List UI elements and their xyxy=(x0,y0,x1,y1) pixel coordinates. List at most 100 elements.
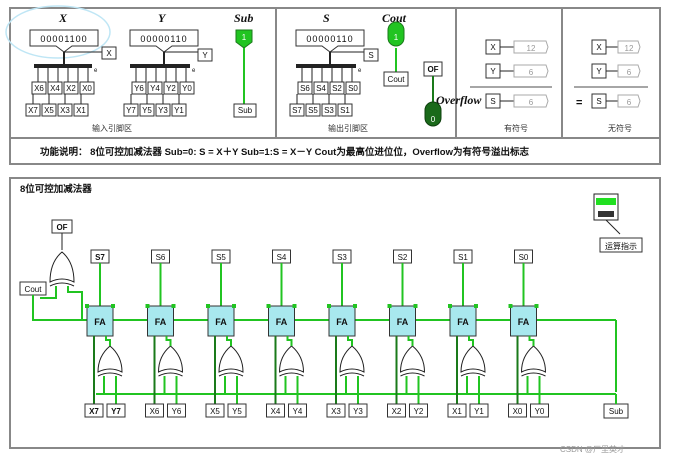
cout-pin-label: Cout xyxy=(25,285,43,294)
x-in-pin xyxy=(326,403,346,418)
svg-text:S3: S3 xyxy=(324,106,334,115)
x-register-value: 00001100 xyxy=(40,34,87,44)
xor-gate xyxy=(339,345,365,377)
y-in-pin xyxy=(227,403,247,418)
fa-label: FA xyxy=(155,317,167,327)
svg-text:S: S xyxy=(490,97,495,106)
svg-text:e: e xyxy=(192,68,196,74)
y-in-label: Y3 xyxy=(353,407,363,416)
x-in-pin xyxy=(145,403,164,418)
fa-label: FA xyxy=(94,317,106,327)
y-pin-top xyxy=(197,48,213,62)
svg-text:X4: X4 xyxy=(50,84,60,93)
fa-block xyxy=(86,305,114,337)
cout-led: 1 xyxy=(387,21,405,47)
x-in-label: X5 xyxy=(210,407,220,416)
svg-text:Y3: Y3 xyxy=(158,106,168,115)
fa-label: FA xyxy=(215,317,227,327)
title-y: Y xyxy=(158,11,167,25)
highlight-ellipse xyxy=(5,5,111,59)
unsigned-x-row: X 12 xyxy=(591,39,641,55)
x-in-pin xyxy=(266,403,285,418)
indicator-label-box xyxy=(599,237,643,253)
sub-pin xyxy=(233,103,257,118)
svg-text:X6: X6 xyxy=(34,84,44,93)
svg-text:S1: S1 xyxy=(340,106,350,115)
sub-input-button[interactable]: 1 xyxy=(235,29,253,49)
s-out-label: S6 xyxy=(156,253,166,262)
x-in-label: X4 xyxy=(271,407,281,416)
x-in-label: X7 xyxy=(89,407,99,416)
x-in-label: X6 xyxy=(150,407,160,416)
y-in-label: Y5 xyxy=(232,407,242,416)
y-in-pin xyxy=(288,403,307,418)
equals-sign: = xyxy=(576,97,582,109)
cout-pin-label: Cout xyxy=(388,75,406,84)
s-out-label: S1 xyxy=(458,253,468,262)
svg-text:e: e xyxy=(358,68,362,74)
unsigned-s-row: S 6 xyxy=(591,93,641,109)
y-pin-top-label: Y xyxy=(202,51,208,60)
sub-pin-label: Sub xyxy=(238,106,253,115)
svg-text:X: X xyxy=(596,43,602,52)
fa-block xyxy=(207,305,235,337)
svg-text:S2: S2 xyxy=(332,84,342,93)
svg-text:6: 6 xyxy=(627,68,632,77)
svg-text:S5: S5 xyxy=(308,106,318,115)
svg-text:S6: S6 xyxy=(300,84,310,93)
y-register[interactable]: 00000110 xyxy=(129,29,199,53)
overflow-led: 0 xyxy=(424,101,442,127)
y-register-value: 00000110 xyxy=(140,34,187,44)
svg-text:S4: S4 xyxy=(316,84,326,93)
y-in-label: Y7 xyxy=(111,407,121,416)
fa-block xyxy=(147,305,174,337)
of-pin-label: OF xyxy=(56,223,67,232)
svg-text:Y5: Y5 xyxy=(142,106,152,115)
svg-text:1: 1 xyxy=(394,33,399,42)
svg-text:12: 12 xyxy=(625,44,634,53)
s-out-label: S7 xyxy=(95,253,105,262)
of-pin-top-label: OF xyxy=(427,65,438,74)
title-x: X xyxy=(58,11,68,25)
svg-text:1: 1 xyxy=(242,33,247,42)
svg-text:Y7: Y7 xyxy=(126,106,136,115)
x-in-pin xyxy=(205,403,225,418)
overflow-xor-gate xyxy=(49,251,75,287)
s-register-value: 00000110 xyxy=(306,34,353,44)
svg-text:6: 6 xyxy=(529,98,534,107)
x-in-pin xyxy=(447,403,467,418)
x-register[interactable]: 00001100 xyxy=(29,29,99,53)
xor-gate xyxy=(218,345,244,377)
title-overflow: Overflow xyxy=(436,93,482,107)
signed-s-row: S 6 xyxy=(485,93,549,109)
y-in-pin xyxy=(167,403,186,418)
title-s: S xyxy=(323,11,330,25)
svg-text:X0: X0 xyxy=(82,84,92,93)
xor-gate xyxy=(399,345,426,377)
svg-text:X7: X7 xyxy=(28,106,38,115)
fa-label: FA xyxy=(457,317,469,327)
x-bits: X6 X4 X2 X0 X7 X5 X3 X1 xyxy=(25,81,95,117)
x-in-label: X2 xyxy=(392,407,402,416)
xor-gate xyxy=(520,345,547,377)
svg-text:X: X xyxy=(490,43,496,52)
y-in-label: Y2 xyxy=(414,407,424,416)
s-out-label: S5 xyxy=(216,253,226,262)
svg-text:12: 12 xyxy=(527,44,536,53)
operation-indicator xyxy=(593,193,619,221)
x-pin-top xyxy=(101,46,117,60)
circuit-title: 8位可控加减法器 xyxy=(20,183,92,195)
svg-text:S7: S7 xyxy=(292,106,302,115)
svg-text:X1: X1 xyxy=(76,106,86,115)
y-in-label: Y6 xyxy=(172,407,182,416)
y-in-label: Y4 xyxy=(293,407,303,416)
s-out-label: S2 xyxy=(398,253,408,262)
